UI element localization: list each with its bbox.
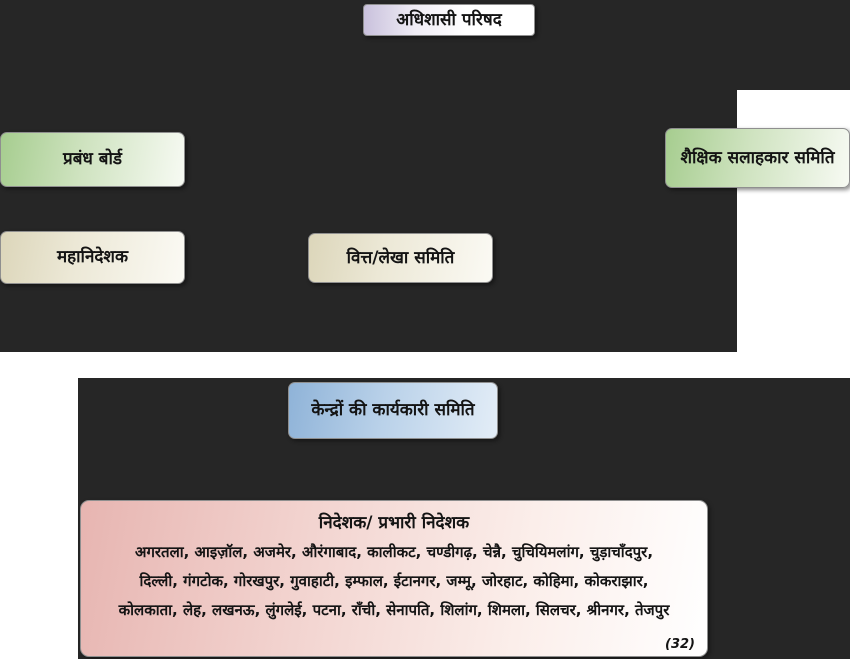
node-finance-accounts-committee: वित्त/लेखा समिति bbox=[308, 233, 493, 283]
directors-title: निदेशक/ प्रभारी निदेशक bbox=[318, 513, 470, 533]
node-executive-council: अधिशासी परिषद bbox=[363, 4, 535, 36]
directors-centres-line-1: अगरतला, आइज़ॉल, अजमेर, औरंगाबाद, कालीकट,… bbox=[134, 543, 654, 561]
node-director-general: महानिदेशक bbox=[0, 231, 185, 284]
management-board-label: प्रबंध बोर्ड bbox=[63, 149, 122, 170]
directors-count-badge: (32) bbox=[665, 637, 695, 652]
academic-advisory-committee-label: शैक्षिक सलाहकार समिति bbox=[680, 147, 835, 168]
centres-executive-committee-label: केन्द्रों की कार्यकारी समिति bbox=[311, 400, 475, 421]
node-centres-executive-committee: केन्द्रों की कार्यकारी समिति bbox=[288, 382, 498, 439]
directors-centres-line-3: कोलकाता, लेह, लखनऊ, लुंगलेई, पटना, राँची… bbox=[118, 601, 670, 619]
background-dark-top-right bbox=[737, 0, 850, 90]
finance-accounts-committee-label: वित्त/लेखा समिति bbox=[346, 247, 455, 268]
node-directors-box: निदेशक/ प्रभारी निदेशक अगरतला, आइज़ॉल, अ… bbox=[80, 500, 708, 657]
directors-centres-line-2: दिल्ली, गंगटोक, गोरखपुर, गुवाहाटी, इम्फा… bbox=[139, 572, 649, 590]
director-general-label: महानिदेशक bbox=[56, 247, 129, 268]
executive-council-label: अधिशासी परिषद bbox=[396, 9, 502, 30]
node-management-board: प्रबंध बोर्ड bbox=[0, 132, 185, 187]
node-academic-advisory-committee: शैक्षिक सलाहकार समिति bbox=[665, 128, 850, 188]
